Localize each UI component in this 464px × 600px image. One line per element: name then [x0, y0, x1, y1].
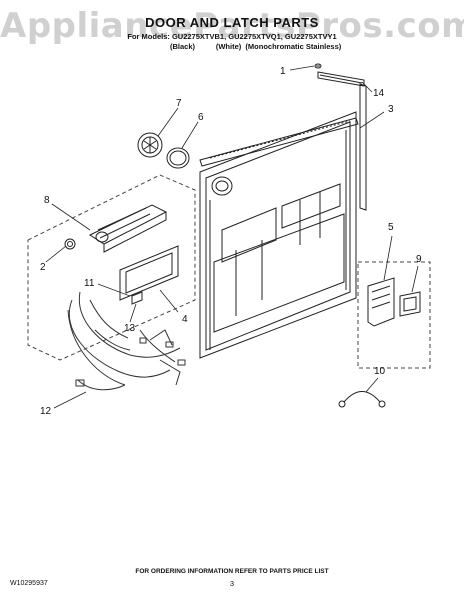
page-number: 3	[229, 579, 235, 588]
cap-gasket-part	[166, 147, 190, 169]
fill-cap-part	[137, 132, 163, 158]
page-title: DOOR AND LATCH PARTS	[145, 15, 319, 30]
side-trim-rail	[359, 83, 367, 211]
watermark: AppliancePartsPros.com	[0, 6, 464, 46]
callout-2: 2	[40, 262, 46, 273]
document-id: W10295937	[10, 580, 48, 587]
callout-6: 6	[198, 112, 204, 123]
callout-8: 8	[44, 195, 50, 206]
dashed-group-vent	[357, 261, 431, 369]
callout-5: 5	[388, 222, 394, 233]
callout-9: 9	[416, 254, 422, 265]
callout-13: 13	[124, 323, 136, 334]
vent-housing-part	[367, 277, 395, 327]
model-list: For Models: GU2275XTVB1, GU2275XTVQ1, GU…	[127, 32, 337, 41]
callout-7: 7	[176, 98, 182, 109]
vent-gasket-part	[399, 291, 421, 317]
clip-part	[131, 291, 143, 305]
wire-jumper-part	[338, 391, 386, 408]
callout-11: 11	[84, 278, 95, 289]
knob-part	[64, 238, 76, 250]
latch-handle-part	[88, 204, 168, 253]
control-board-part	[119, 245, 179, 301]
ordering-note: FOR ORDERING INFORMATION REFER TO PARTS …	[135, 568, 329, 575]
callout-10: 10	[374, 366, 386, 377]
inner-door-panel	[199, 111, 357, 359]
callout-3: 3	[388, 104, 394, 115]
callout-4: 4	[182, 314, 188, 325]
screw-part	[314, 63, 322, 69]
callout-14: 14	[373, 88, 385, 99]
finish-list: (Black) (White) (Monochromatic Stainless…	[170, 42, 342, 51]
leader-lines	[45, 65, 419, 409]
dashed-group-control	[27, 174, 196, 361]
callout-12: 12	[40, 406, 52, 417]
callout-labels: 1 14 3 7 6 8 2 11 13 4 5 9 10 12	[40, 66, 422, 417]
door-trim-strip	[317, 71, 365, 87]
wire-harness-part	[67, 291, 186, 391]
callout-1: 1	[280, 66, 286, 77]
